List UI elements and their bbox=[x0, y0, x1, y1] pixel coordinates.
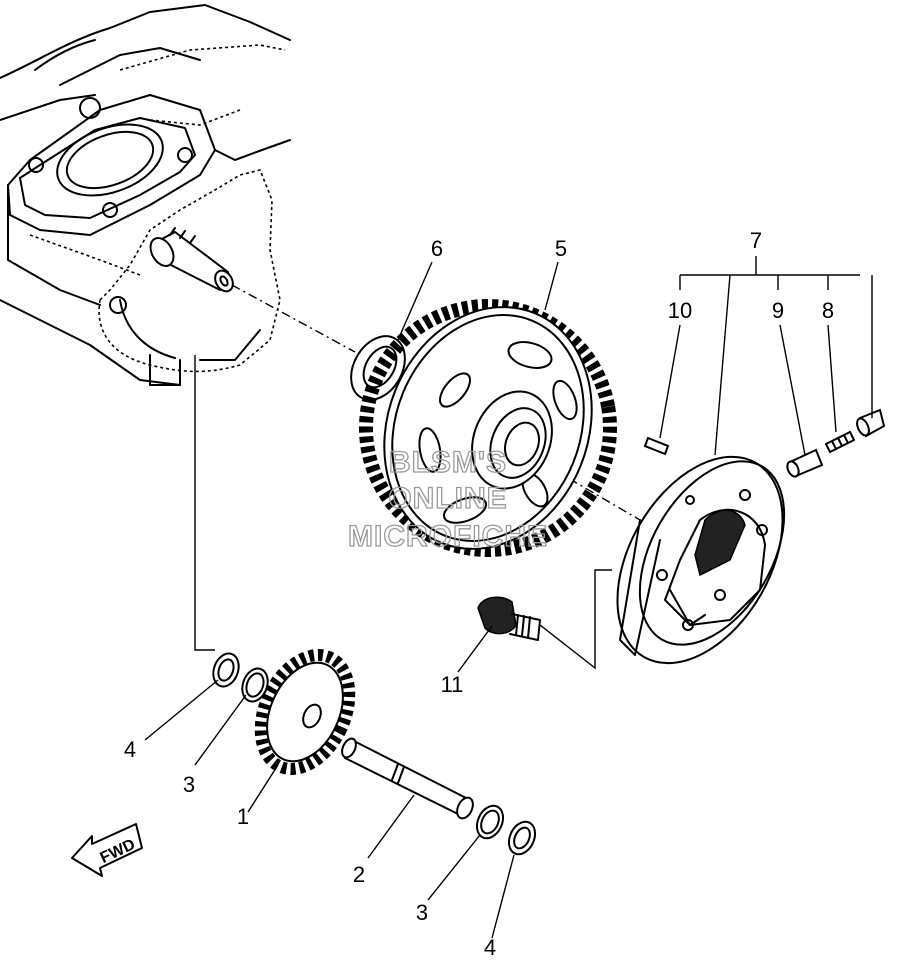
fwd-label: FWD bbox=[98, 836, 138, 867]
callout-11: 11 bbox=[441, 672, 464, 697]
watermark-line-1: BLSM'S bbox=[389, 446, 507, 479]
bolt-part-11 bbox=[477, 596, 541, 641]
leader-lines bbox=[144, 256, 873, 939]
callout-9: 9 bbox=[772, 298, 784, 323]
watermark-line-3: MICROFICHE bbox=[348, 520, 548, 553]
callout-1: 1 bbox=[237, 804, 249, 829]
callout-3-lower: 3 bbox=[416, 900, 428, 925]
callout-2: 2 bbox=[353, 862, 365, 887]
idle-gear-part-1 bbox=[254, 649, 356, 775]
callout-6: 6 bbox=[431, 236, 443, 261]
callout-3-upper: 3 bbox=[183, 772, 195, 797]
callout-8: 8 bbox=[822, 298, 834, 323]
starter-clutch-part-7 bbox=[616, 455, 786, 665]
clutch-small-parts bbox=[643, 408, 886, 478]
engine-crankcase bbox=[0, 4, 291, 386]
callout-7: 7 bbox=[750, 228, 762, 253]
idle-shaft-part-2 bbox=[341, 737, 474, 820]
callout-labels: 1 2 3 3 4 4 5 6 7 8 9 10 11 bbox=[124, 228, 834, 960]
watermark: BLSM'S ONLINE MICROFICHE bbox=[347, 445, 548, 553]
washers-and-clips bbox=[212, 652, 537, 856]
watermark-line-2: ONLINE bbox=[388, 482, 507, 515]
callout-4-upper: 4 bbox=[124, 737, 136, 762]
callout-4-lower: 4 bbox=[484, 935, 496, 960]
starter-wheel-gear-part-5 bbox=[359, 299, 617, 557]
callout-10: 10 bbox=[668, 298, 692, 323]
callout-5: 5 bbox=[555, 236, 567, 261]
forward-direction-arrow: FWD bbox=[71, 823, 143, 877]
